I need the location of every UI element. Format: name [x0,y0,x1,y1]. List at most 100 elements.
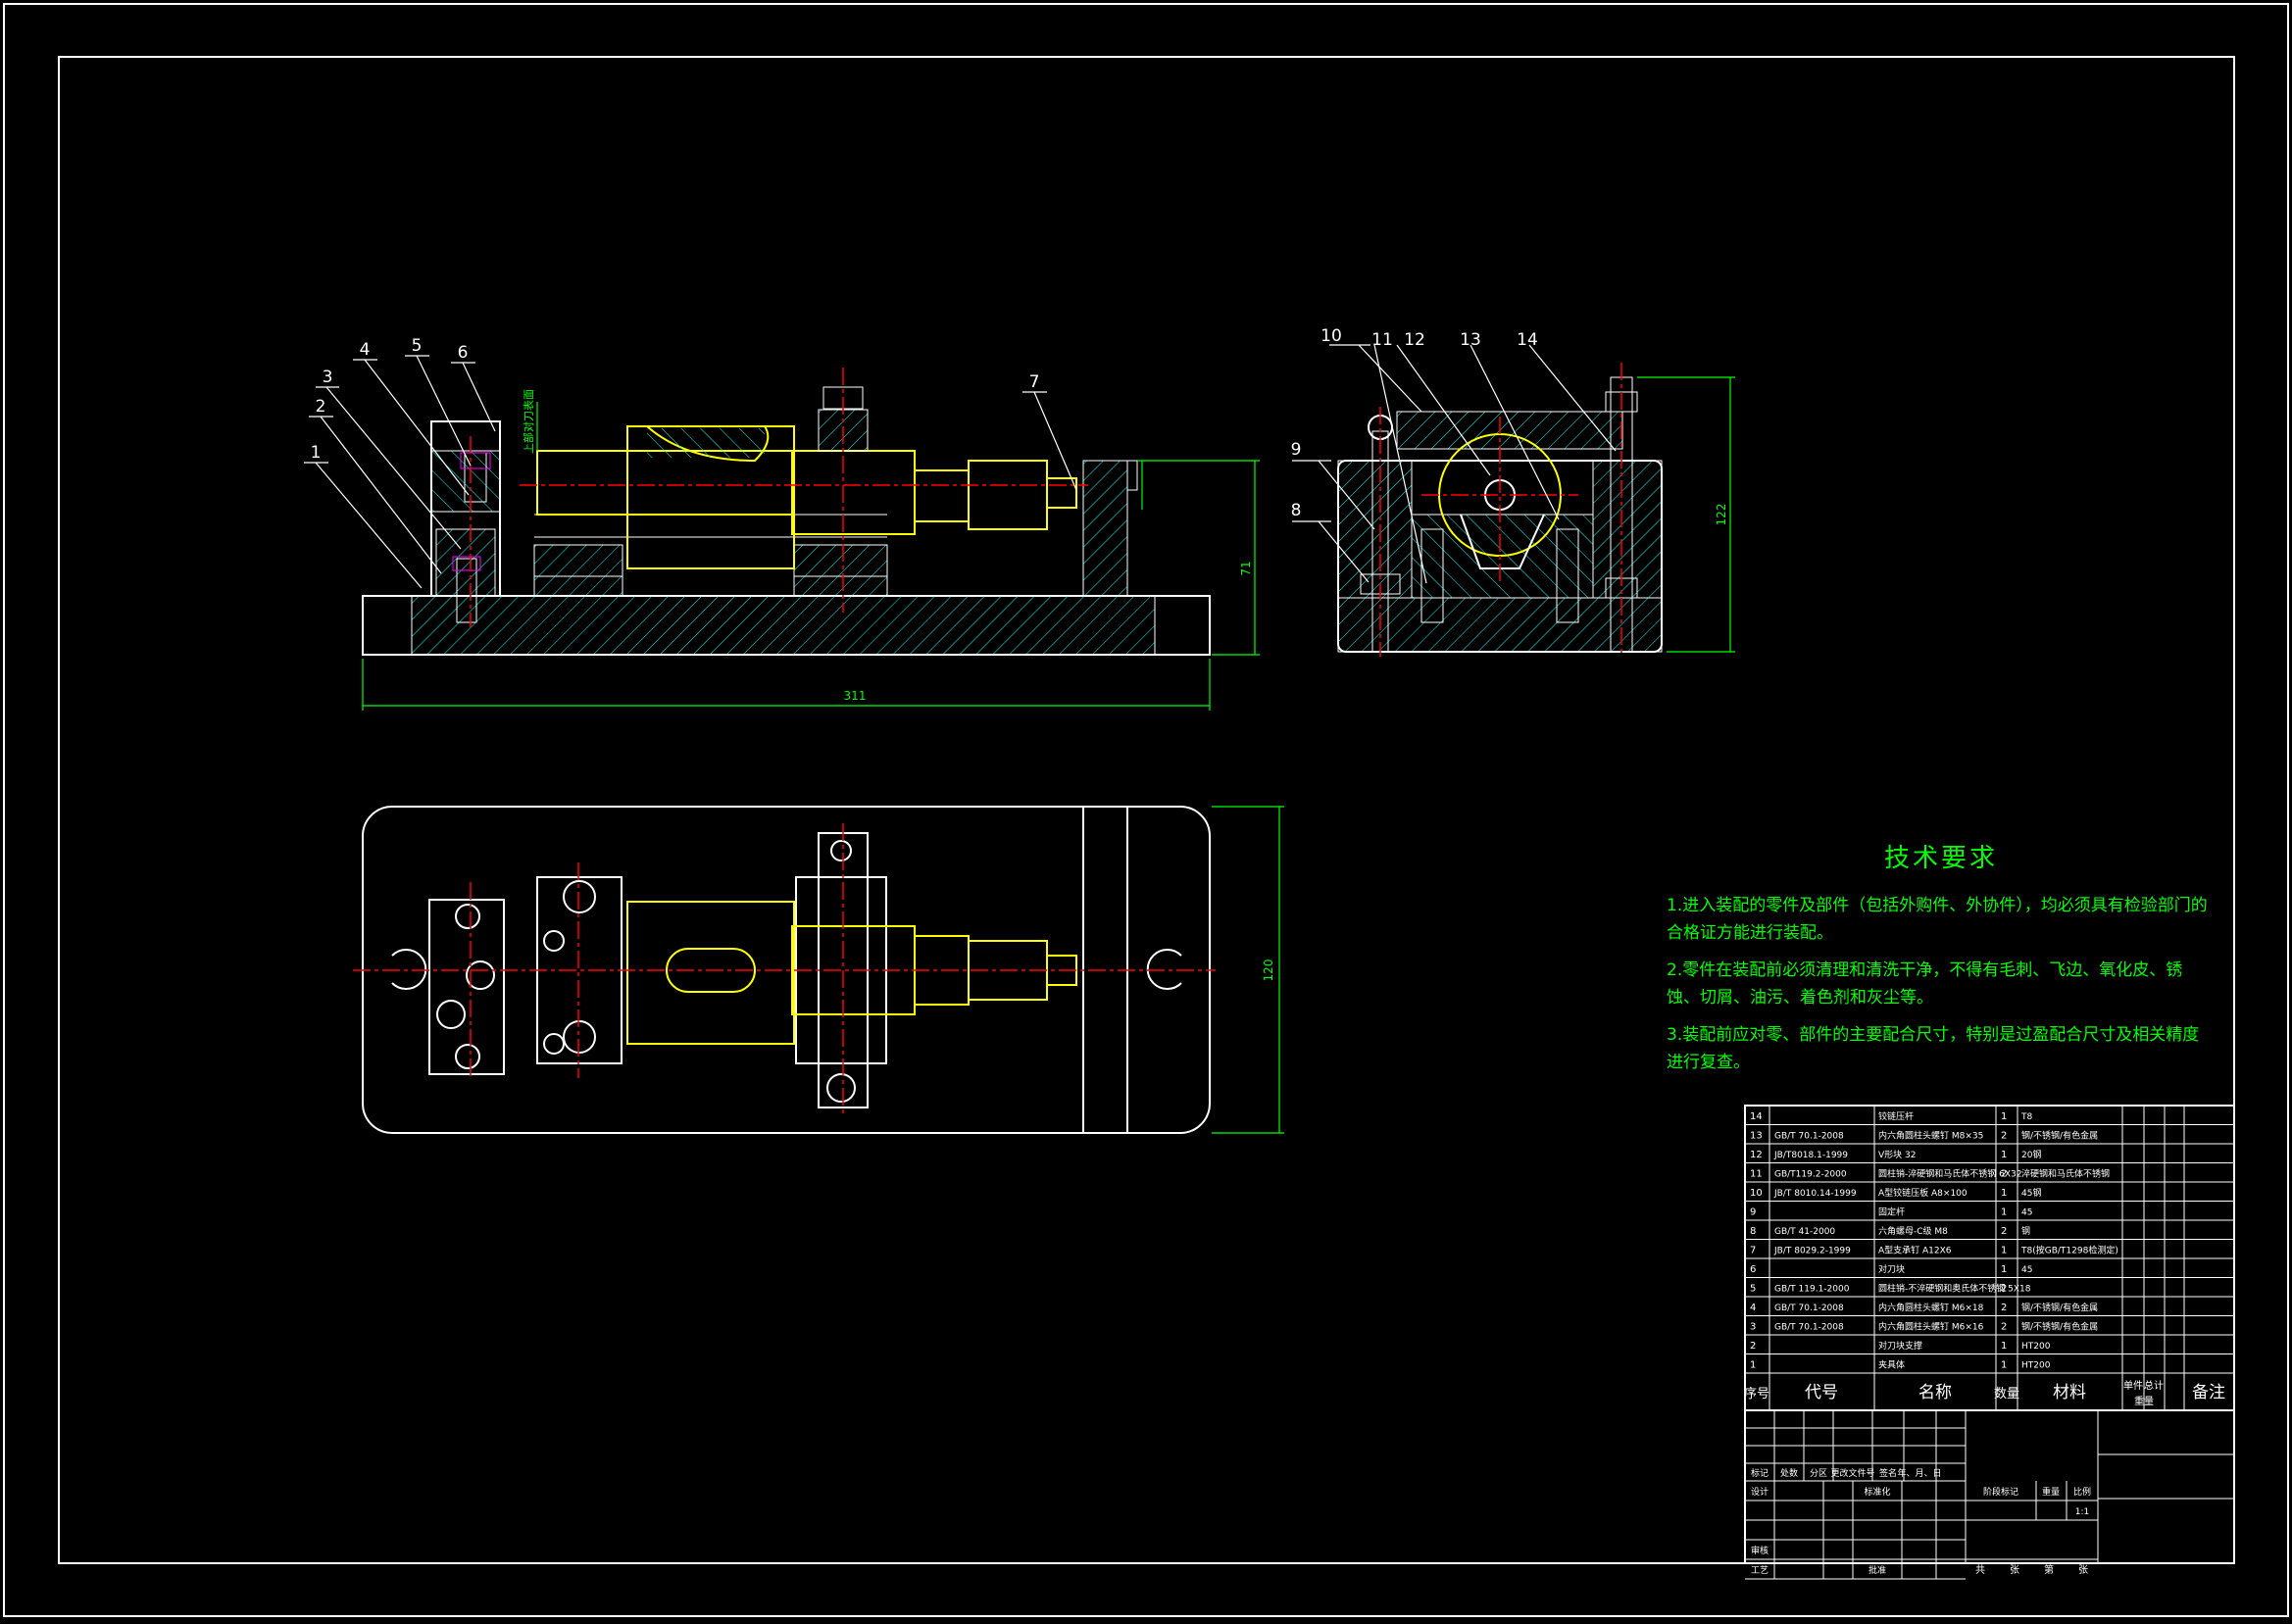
bom-row-qty: 2 [2001,1284,2007,1295]
tb-date: 年、月、日 [1897,1467,1941,1479]
tb-design: 设计 [1751,1486,1769,1498]
bom-row-material: 45 [2021,1265,2032,1275]
balloon-6: 6 [458,343,469,363]
bom-row-no: 2 [1750,1341,1756,1352]
balloon-12: 12 [1404,330,1425,350]
bom-row-name: 对刀块支撑 [1878,1340,1922,1352]
bom-row-name: 内六角圆柱头螺钉 M6×16 [1878,1321,1984,1333]
top-view [353,806,1284,1134]
bom-row-qty: 1 [2001,1264,2007,1275]
tb-stage: 阶段标记 [1983,1486,2018,1498]
bom-row-name: 铰链压杆 [1878,1110,1914,1122]
bom-row-code: GB/T119.2-2000 [1774,1170,1847,1180]
bom-row-no: 5 [1750,1284,1756,1295]
bom-header-no: 序号 [1744,1387,1769,1402]
bom-row-qty: 1 [2001,1360,2007,1371]
balloon-4: 4 [360,340,371,360]
bom-header-unit: 单件 [2123,1380,2143,1392]
balloon-9: 9 [1291,440,1302,460]
bom-row-qty: 1 [2001,1150,2007,1160]
bom-row-name: A型铰链压板 A8×100 [1878,1187,1968,1199]
tb-total-sheets: 张 [2010,1564,2019,1576]
tb-doc: 更改文件号 [1830,1467,1874,1479]
dim-front-note: 上部对刀表面 [522,389,535,454]
tb-standardization: 标准化 [1864,1486,1890,1498]
bom-row-qty: 2 [2001,1131,2007,1142]
tb-sign: 签名 [1879,1467,1897,1479]
bom-row-qty: 1 [2001,1207,2007,1218]
bom-row-name: V形块 32 [1878,1149,1916,1160]
bom-header-material: 材料 [2053,1383,2086,1403]
bom-row-name: 固定杆 [1878,1206,1905,1218]
bom-header-weight: 重量 [2134,1395,2154,1407]
bom-row-no: 3 [1750,1322,1756,1333]
tb-sheet-no: 张 [2078,1564,2088,1576]
balloon-8: 8 [1291,501,1302,520]
tech-item-3: 3.装配前应对零、部件的主要配合尺寸，特别是过盈配合尺寸及相关精度进行复查。 [1667,1025,2200,1072]
tb-weight: 重量 [2042,1486,2060,1498]
bom-row-material: 20钢 [2021,1149,2041,1160]
bom-row-name: A型支承钉 A12X6 [1878,1245,1952,1256]
bom-row-no: 13 [1750,1131,1763,1142]
bom-row-no: 4 [1750,1303,1756,1313]
balloon-3: 3 [323,368,333,387]
bom-row-no: 12 [1750,1150,1763,1160]
bom-row-material: 淬硬钢和马氏体不锈钢 [2021,1168,2110,1180]
bom-row-qty: 2 [2001,1303,2007,1313]
balloon-10: 10 [1320,326,1342,346]
dim-side-height: 122 [1715,504,1728,526]
bom-row-code: GB/T 70.1-2008 [1774,1323,1844,1333]
bom-row-material: 钢 [2021,1225,2030,1237]
tb-zone: 分区 [1810,1468,1827,1479]
bom-row-code: GB/T 70.1-2008 [1774,1132,1844,1142]
outer-border [3,3,2289,1617]
bom-row-no: 9 [1750,1207,1756,1218]
bom-row-qty: 2 [2001,1322,2007,1333]
balloon-1: 1 [311,443,322,463]
tb-total: 共 [1975,1564,1985,1576]
bom-row-code: GB/T 41-2000 [1774,1227,1835,1237]
bom-row-material: 钢/不锈钢/有色金属 [2021,1302,2098,1313]
bom-row-material: 钢/不锈钢/有色金属 [2021,1321,2098,1333]
bom-row-material: 45 [2021,1208,2032,1218]
bom-row-code: JB/T8018.1-1999 [1773,1151,1848,1160]
balloon-2: 2 [316,397,326,417]
tb-scale: 比例 [2073,1486,2091,1498]
bom-row-material: T8 [2020,1112,2032,1122]
tb-count: 处数 [1780,1467,1798,1479]
bom-row-name: 夹具体 [1878,1359,1905,1371]
bom-header-qty: 数量 [1994,1387,2019,1402]
bom-row-name: 内六角圆柱头螺钉 M8×35 [1878,1130,1983,1142]
bom-row-no: 7 [1750,1246,1756,1256]
bom-header-code: 代号 [1805,1383,1838,1403]
balloon-14: 14 [1517,330,1538,350]
bom-row-no: 11 [1750,1169,1763,1180]
tb-mark: 标记 [1751,1467,1769,1479]
dim-top-width: 120 [1262,960,1275,982]
bom-row-name: 圆柱销-不淬硬钢和奥氏体不锈钢 5X18 [1878,1283,2031,1295]
bom-row-code: JB/T 8029.2-1999 [1773,1247,1851,1256]
bom-row-name: 六角螺母-C级 M8 [1878,1225,1948,1237]
bom-row-no: 8 [1750,1226,1756,1237]
bom-row-code: JB/T 8010.14-1999 [1773,1189,1857,1199]
bom-row-no: 1 [1750,1360,1756,1371]
tech-item-2: 2.零件在装配前必须清理和清洗干净，不得有毛刺、飞边、氧化皮、锈蚀、切屑、油污、… [1667,960,2183,1008]
bom-row-code: GB/T 119.1-2000 [1774,1285,1850,1295]
balloon-7: 7 [1029,372,1040,392]
bom-row-material: HT200 [2021,1342,2051,1352]
bom-row-qty: 2 [2001,1169,2007,1180]
tech-item-1: 1.进入装配的零件及部件（包括外购件、外协件），均必须具有检验部门的合格证方能进… [1667,896,2208,943]
dim-front-height: 71 [1239,561,1253,575]
bom-row-name: 对刀块 [1878,1263,1905,1275]
bom-row-material: 钢/不锈钢/有色金属 [2021,1130,2098,1142]
bom-row-material: HT200 [2021,1361,2051,1371]
tb-sheet: 第 [2044,1563,2054,1576]
front-view [304,355,1260,711]
bom-header-name: 名称 [1918,1383,1952,1403]
bom-header-note: 备注 [2192,1383,2225,1403]
bom-row-no: 14 [1750,1111,1763,1122]
bom-row-code: GB/T 70.1-2008 [1774,1304,1844,1313]
bom-row-qty: 1 [2001,1341,2007,1352]
tech-title: 技术要求 [1883,844,1998,873]
